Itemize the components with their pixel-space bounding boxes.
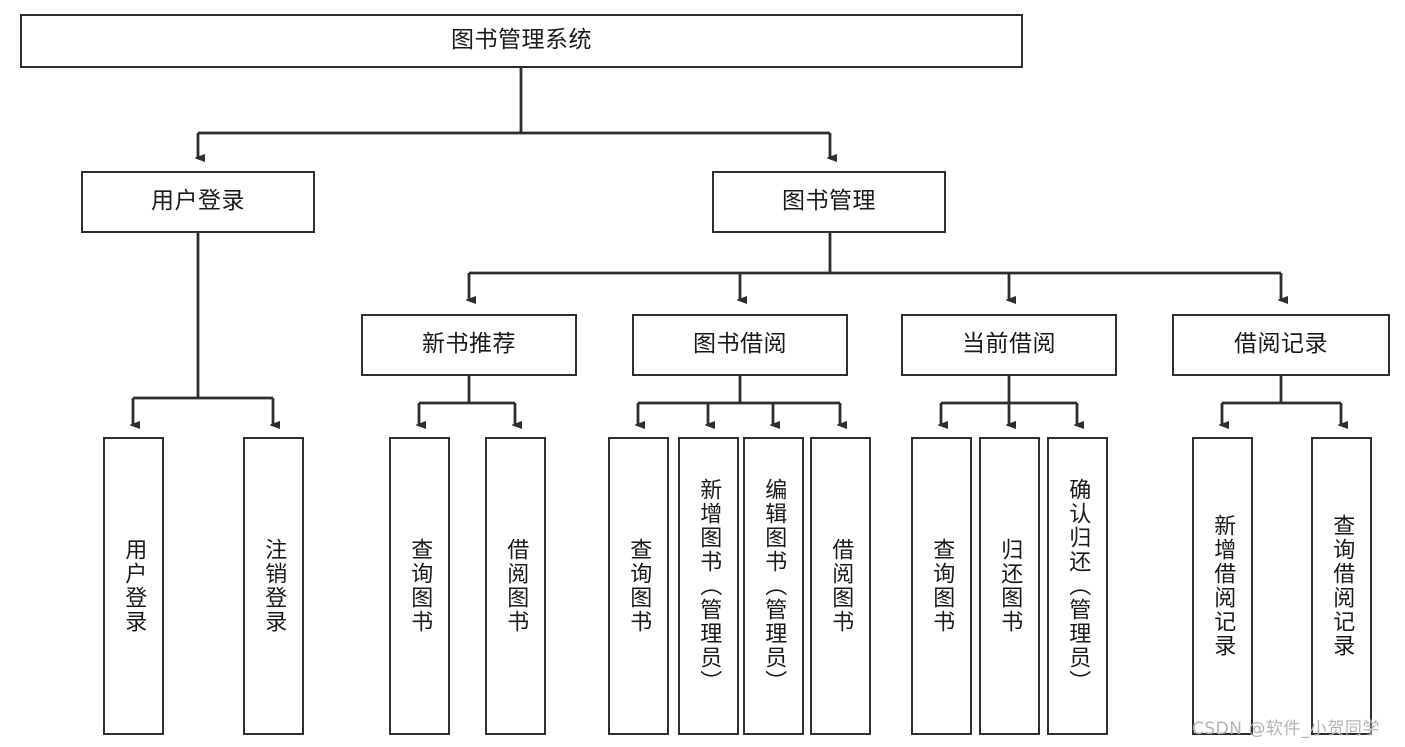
- node-label: 编辑图书（管理员）: [761, 478, 787, 694]
- node-label: 归还图书: [997, 538, 1023, 634]
- leaf-current-confirm-return-admin[interactable]: 确认归还（管理员）: [1047, 437, 1108, 735]
- node-label: 用户登录: [151, 188, 245, 215]
- node-current-borrow[interactable]: 当前借阅: [901, 314, 1117, 376]
- node-root-book-management-system[interactable]: 图书管理系统: [20, 14, 1023, 68]
- node-label: 借阅图书: [828, 538, 854, 634]
- node-label: 新增借阅记录: [1210, 514, 1236, 658]
- leaf-user-login-logout[interactable]: 注销登录: [243, 437, 304, 735]
- leaf-borrow-edit-book-admin[interactable]: 编辑图书（管理员）: [743, 437, 804, 735]
- leaf-borrow-query-book[interactable]: 查询图书: [608, 437, 669, 735]
- node-label: 借阅记录: [1234, 331, 1328, 358]
- node-new-book-recommend[interactable]: 新书推荐: [361, 314, 577, 376]
- leaf-recommend-query-book[interactable]: 查询图书: [389, 437, 450, 735]
- node-label: 新书推荐: [422, 331, 516, 358]
- node-label: 图书管理: [782, 188, 876, 215]
- node-book-borrow[interactable]: 图书借阅: [632, 314, 848, 376]
- leaf-current-query-book[interactable]: 查询图书: [911, 437, 972, 735]
- csdn-watermark: CSDN @软件_小贺同学: [1192, 719, 1380, 739]
- node-borrow-record[interactable]: 借阅记录: [1172, 314, 1390, 376]
- node-label: 查询图书: [929, 538, 955, 634]
- leaf-record-query-record[interactable]: 查询借阅记录: [1311, 437, 1372, 735]
- leaf-record-add-record[interactable]: 新增借阅记录: [1192, 437, 1253, 735]
- node-book-management[interactable]: 图书管理: [712, 171, 946, 233]
- node-label: 借阅图书: [503, 538, 529, 634]
- node-label: 查询图书: [626, 538, 652, 634]
- leaf-current-return-book[interactable]: 归还图书: [979, 437, 1040, 735]
- leaf-recommend-borrow-book[interactable]: 借阅图书: [485, 437, 546, 735]
- node-label: 确认归还（管理员）: [1065, 478, 1091, 694]
- node-label: 注销登录: [261, 538, 287, 634]
- node-label: 图书借阅: [693, 331, 787, 358]
- node-label: 查询借阅记录: [1329, 514, 1355, 658]
- node-label: 用户登录: [121, 538, 147, 634]
- node-label: 图书管理系统: [451, 27, 592, 54]
- leaf-borrow-borrow-book[interactable]: 借阅图书: [810, 437, 871, 735]
- node-label: 新增图书（管理员）: [696, 478, 722, 694]
- node-label: 当前借阅: [962, 331, 1056, 358]
- node-label: 查询图书: [407, 538, 433, 634]
- leaf-borrow-add-book-admin[interactable]: 新增图书（管理员）: [678, 437, 739, 735]
- node-user-login[interactable]: 用户登录: [81, 171, 315, 233]
- leaf-user-login-login[interactable]: 用户登录: [103, 437, 164, 735]
